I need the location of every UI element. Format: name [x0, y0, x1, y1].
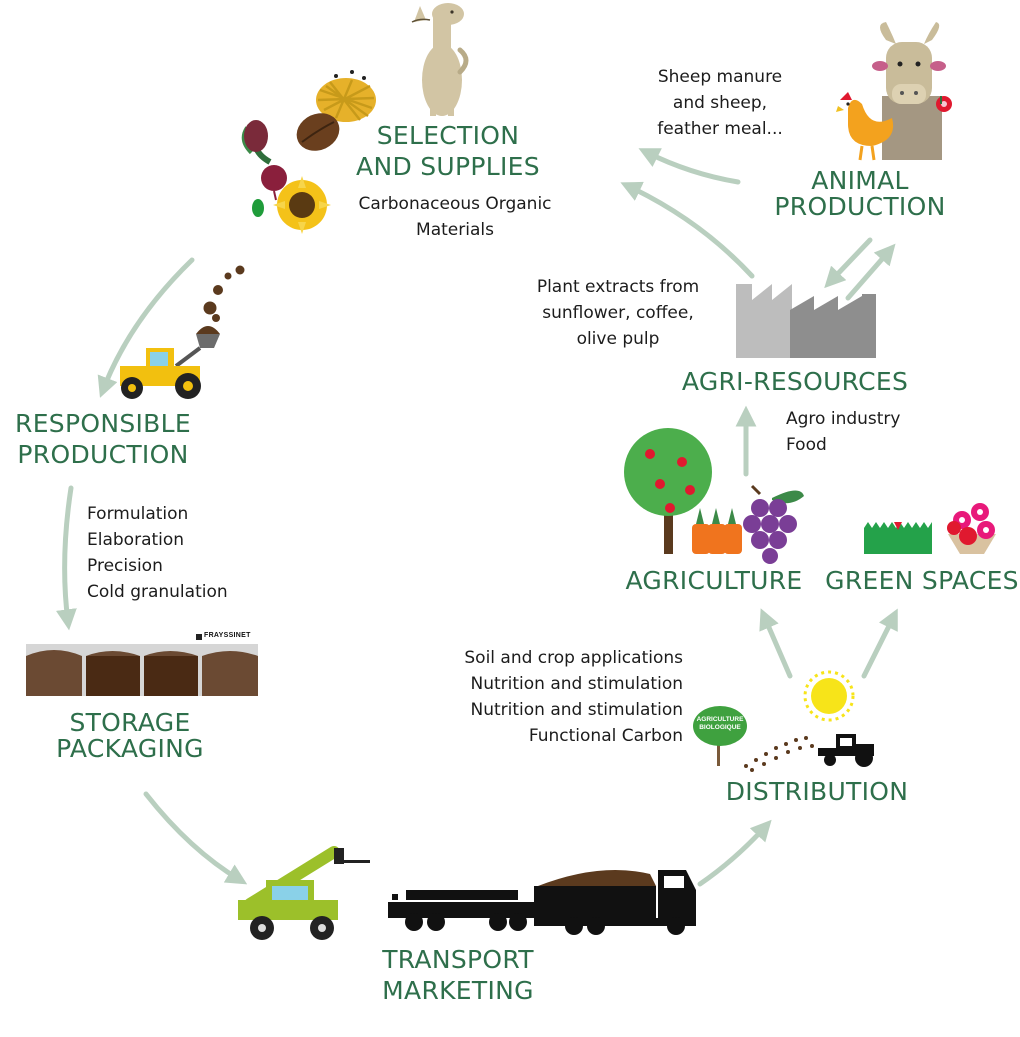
- arrow-selection-to-responsible: [97, 257, 195, 398]
- arrow-agri-to-selection: [620, 181, 755, 279]
- arrow-responsible-to-storage: [55, 485, 77, 631]
- animal-desc-line-2: and sheep,: [672, 93, 768, 113]
- arrow-animal-to-agri: [824, 237, 873, 289]
- flower-pot-icon: [947, 503, 996, 554]
- tractor-icon: [744, 734, 874, 772]
- arrow-storage-to-transport: [143, 791, 248, 885]
- sunflower-icon: [252, 176, 331, 234]
- sun-icon: [803, 670, 855, 722]
- storage-title-line-1: STORAGE: [69, 708, 191, 737]
- agri-resources-desc-left-line-2: sunflower, coffee,: [542, 303, 694, 323]
- responsible-desc-line-2: Elaboration: [87, 530, 185, 550]
- arrow-transport-to-distribution: [697, 819, 772, 887]
- agriculture-title: AGRICULTURE: [614, 565, 814, 596]
- agriculture-title-line-1: AGRICULTURE: [625, 566, 803, 595]
- agri-resources-desc-below: Agro industry Food: [786, 406, 936, 458]
- responsible-desc-line-3: Precision: [87, 556, 163, 576]
- animal-title-line-1: ANIMAL: [811, 166, 909, 195]
- agri-resources-title: AGRI-RESOURCES: [670, 366, 920, 397]
- selection-title: SELECTION AND SUPPLIES: [350, 120, 546, 182]
- animal-desc: Sheep manure and sheep, feather meal...: [640, 64, 800, 142]
- organic-sign-text-line-2: BIOLOGIQUE: [699, 724, 741, 731]
- grass-icon: [864, 522, 932, 554]
- green-spaces-title-line-1: GREEN SPACES: [825, 566, 1019, 595]
- telehandler-icon: [238, 846, 370, 940]
- storage-title-line-2: PACKAGING: [56, 734, 204, 763]
- arrow-agri-to-animal: [845, 243, 896, 301]
- organic-sign-text-line-1: AGRICULTURE: [696, 716, 744, 723]
- arrow-distribution-to-green-spaces: [861, 608, 898, 679]
- distribution-title-line-1: DISTRIBUTION: [725, 777, 909, 806]
- agri-resources-desc-left-line-3: olive pulp: [576, 329, 660, 349]
- responsible-desc: Formulation Elaboration Precision Cold g…: [87, 501, 287, 605]
- selection-desc-line-1: Carbonaceous Organic: [358, 194, 552, 214]
- rooster-icon: [836, 92, 894, 161]
- responsible-title: RESPONSIBLE PRODUCTION: [0, 408, 206, 470]
- coffee-bean-icon: [296, 113, 340, 151]
- distribution-desc-line-3: Nutrition and stimulation: [470, 700, 683, 720]
- animal-desc-line-1: Sheep manure: [657, 67, 783, 87]
- agri-resources-title-line-1: AGRI-RESOURCES: [681, 367, 909, 396]
- selection-desc: Carbonaceous Organic Materials: [340, 191, 570, 243]
- flow-arrows: [55, 148, 898, 887]
- distribution-desc: Soil and crop applications Nutrition and…: [440, 645, 683, 749]
- llama-icon: [411, 3, 469, 116]
- responsible-desc-line-4: Cold granulation: [87, 582, 228, 602]
- organic-sign-text: AGRICULTURE BIOLOGIQUE: [696, 716, 744, 732]
- storage-brand: FRAYSSINET: [204, 632, 251, 639]
- grapes-icon: [743, 484, 804, 564]
- storage-bins-icon: [26, 634, 258, 696]
- organic-sign-icon: [693, 706, 747, 766]
- distribution-desc-line-4: Functional Carbon: [528, 726, 683, 746]
- agri-resources-desc-below-line-1: Agro industry: [786, 409, 901, 429]
- truck-icon: [388, 870, 696, 935]
- tree-icon: [624, 428, 712, 554]
- transport-title-line-1: TRANSPORT: [382, 945, 534, 974]
- selection-title-line-1: SELECTION: [376, 121, 520, 150]
- distribution-desc-line-2: Nutrition and stimulation: [470, 674, 683, 694]
- animal-title-line-2: PRODUCTION: [774, 192, 946, 221]
- arrow-animal-to-selection: [638, 148, 741, 185]
- distribution-title: DISTRIBUTION: [712, 776, 922, 807]
- beet-icon: [241, 120, 287, 201]
- selection-desc-line-2: Materials: [416, 220, 494, 240]
- animal-desc-line-3: feather meal...: [657, 119, 783, 139]
- responsible-title-line-2: PRODUCTION: [17, 440, 189, 469]
- factory-icon: [736, 284, 876, 358]
- green-spaces-title: GREEN SPACES: [824, 565, 1020, 596]
- selection-title-line-2: AND SUPPLIES: [356, 152, 540, 181]
- transport-title-line-2: MARKETING: [382, 976, 534, 1005]
- carrots-icon: [692, 508, 742, 554]
- distribution-desc-line-1: Soil and crop applications: [464, 648, 683, 668]
- agri-resources-desc-below-line-2: Food: [786, 435, 827, 455]
- hay-bale-icon: [316, 70, 376, 122]
- loader-icon: [120, 265, 245, 399]
- responsible-title-line-1: RESPONSIBLE: [15, 409, 191, 438]
- agri-resources-desc-left: Plant extracts from sunflower, coffee, o…: [522, 274, 714, 352]
- transport-title: TRANSPORT MARKETING: [360, 944, 556, 1006]
- animal-title: ANIMAL PRODUCTION: [770, 168, 950, 220]
- storage-title: STORAGE PACKAGING: [30, 710, 230, 762]
- agri-resources-desc-left-line-1: Plant extracts from: [536, 277, 700, 297]
- arrow-distribution-to-agriculture: [759, 608, 793, 679]
- responsible-desc-line-1: Formulation: [87, 504, 189, 524]
